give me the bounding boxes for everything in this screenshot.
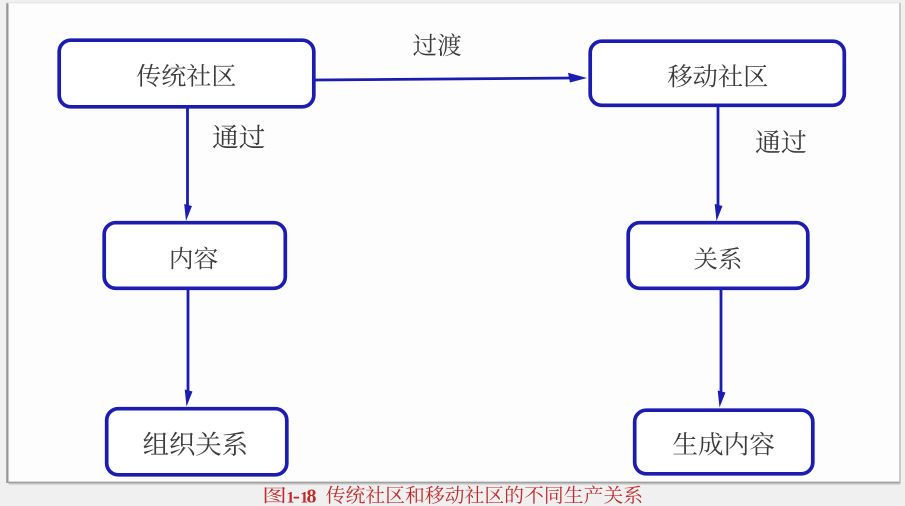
svg-text:8: 8 [307,485,317,506]
svg-text:-: - [293,483,300,506]
svg-text:1: 1 [286,488,294,506]
svg-text:1: 1 [300,488,308,506]
